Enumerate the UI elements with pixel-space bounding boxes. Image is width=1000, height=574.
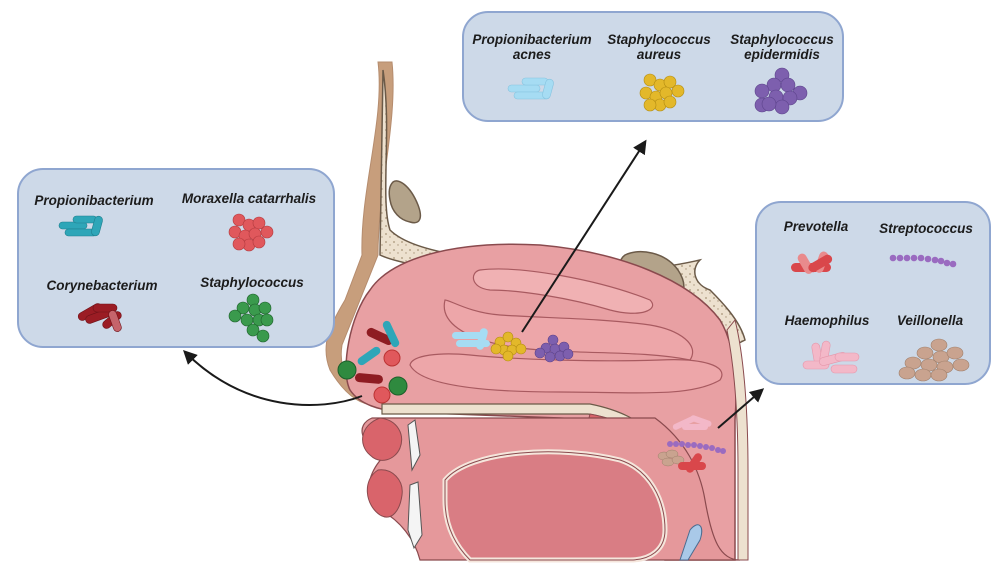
upper-lip — [362, 417, 403, 461]
nasopharynx-panel: Prevotella Streptococcus Haemophilus Vei… — [755, 201, 991, 385]
propionibacterium-icon — [58, 215, 103, 237]
organism-label: Staphylococcus aureus — [604, 32, 714, 62]
veillonella-icon — [898, 338, 970, 382]
organism-name-line1: Staphylococcus — [607, 32, 711, 47]
organism-name-line1: Propionibacterium — [472, 32, 592, 47]
arrow-to-vestibule-panel — [183, 350, 363, 407]
organism-label: Staphylococcus epidermidis — [726, 32, 838, 62]
arrow-to-nasopharynx-panel — [717, 388, 765, 429]
staphylococcus-aureus-icon — [639, 73, 685, 112]
organism-label: Haemophilus — [784, 313, 870, 328]
arrow-to-nasal-cavity-panel — [521, 139, 647, 333]
lower-lip — [366, 469, 403, 518]
vestibule-bacteria — [337, 320, 408, 404]
corynebacterium-icon — [77, 303, 122, 332]
staphylococcus-epidermidis-icon — [754, 67, 808, 115]
organism-name-line1: Staphylococcus — [730, 32, 834, 47]
prevotella-icon — [791, 251, 833, 274]
streptococcus-icon — [889, 254, 957, 268]
organism-label: Prevotella — [783, 219, 849, 234]
organism-label: Streptococcus — [879, 221, 973, 236]
organism-label: Veillonella — [896, 313, 964, 328]
organism-name-line2: aureus — [636, 47, 682, 62]
nasal-cavity-panel: Propionibacterium acnes Staphylococcus a… — [462, 11, 844, 122]
upper-incisor — [407, 419, 421, 472]
middle-meatus-bacteria — [452, 328, 574, 363]
organism-label: Corynebacterium — [46, 278, 158, 293]
inferior-turbinate — [409, 353, 723, 394]
frontal-sinus — [388, 180, 422, 224]
vestibule-panel: Propionibacterium Moraxella catarrhalis … — [17, 168, 335, 348]
organism-label: Propionibacterium — [34, 193, 154, 208]
tongue — [442, 449, 668, 563]
superior-turbinate — [472, 268, 654, 314]
epiglottis — [679, 524, 703, 561]
organism-name-line2: acnes — [512, 47, 552, 62]
lower-incisor — [407, 481, 423, 550]
organism-label: Moraxella catarrhalis — [181, 191, 317, 206]
propionibacterium-acnes-icon — [507, 77, 554, 100]
nasopharynx-bacteria — [657, 415, 726, 473]
pharyngeal-wall — [726, 318, 749, 561]
organism-name-line2: epidermidis — [744, 47, 820, 62]
moraxella-catarrhalis-icon — [228, 213, 274, 252]
staphylococcus-icon — [228, 293, 274, 343]
organism-label: Staphylococcus — [200, 275, 304, 290]
haemophilus-icon — [802, 340, 860, 374]
organism-label: Propionibacterium acnes — [468, 32, 596, 62]
